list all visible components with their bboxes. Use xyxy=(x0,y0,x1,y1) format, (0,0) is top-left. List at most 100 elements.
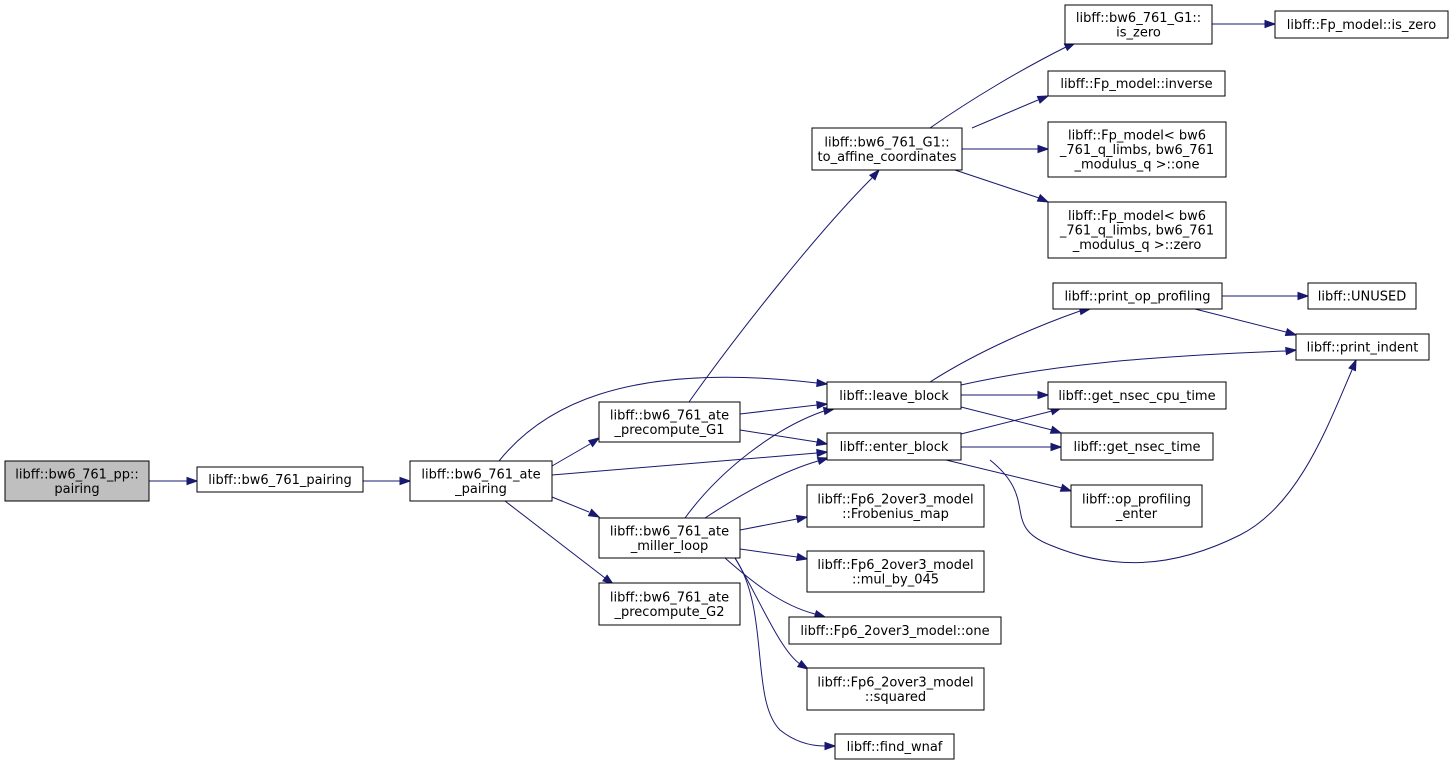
node-box xyxy=(4,460,150,502)
edge-precompute_G1-to-enter_block xyxy=(739,429,829,447)
node-box xyxy=(1047,201,1227,259)
node-label-line: _761_q_limbs, bw6_761 xyxy=(1059,143,1214,158)
arrowhead-icon xyxy=(1348,358,1357,372)
edge-line xyxy=(551,452,818,476)
edge-line xyxy=(739,429,818,443)
node-box xyxy=(1047,70,1226,97)
edge-to_affine-to-fp_one xyxy=(962,144,1050,154)
node-miller-loop[interactable]: libff::bw6_761_ate_miller_loop xyxy=(598,517,741,559)
arrowhead-icon xyxy=(1264,19,1277,29)
node-enter-block[interactable]: libff::enter_block xyxy=(826,432,962,461)
node-fp-inverse[interactable]: libff::Fp_model::inverse xyxy=(1047,70,1226,97)
node-box xyxy=(1047,121,1227,178)
edge-layer xyxy=(149,19,1357,751)
node-box xyxy=(788,616,1002,645)
edge-precompute_G1-to-to_affine xyxy=(688,168,881,403)
node-label-line: libff::bw6_761_pairing xyxy=(208,473,351,488)
edge-leave_block-to-print_indent xyxy=(960,346,1298,386)
node-unused[interactable]: libff::UNUSED xyxy=(1307,282,1417,310)
edge-line xyxy=(989,369,1353,564)
edge-miller_loop-to-frobenius xyxy=(739,514,809,531)
node-frobenius[interactable]: libff::Fp6_2over3_model::Frobenius_map xyxy=(806,484,985,528)
arrowhead-icon xyxy=(1036,193,1050,203)
node-print-op-profiling[interactable]: libff::print_op_profiling xyxy=(1052,282,1223,310)
arrowhead-icon xyxy=(399,476,412,486)
node-pp-pairing: libff::bw6_761_pp::pairing xyxy=(4,460,150,502)
node-label-line: ::Frobenius_map xyxy=(842,507,949,522)
node-label-line: ::mul_by_045 xyxy=(852,572,939,587)
edge-ate_pairing-to-leave_block xyxy=(498,376,829,462)
node-fp6-squared[interactable]: libff::Fp6_2over3_model::squared xyxy=(806,667,985,711)
edge-leave_block-to-get_nsec_cpu_time xyxy=(961,390,1050,400)
node-box xyxy=(1274,10,1449,39)
node-box xyxy=(1295,333,1430,361)
node-to-affine[interactable]: libff::bw6_761_G1::to_affine_coordinates xyxy=(811,127,963,171)
node-label-line: libff::print_op_profiling xyxy=(1064,290,1210,305)
node-leave-block[interactable]: libff::leave_block xyxy=(826,381,962,410)
node-box xyxy=(1064,4,1213,45)
node-layer: libff::bw6_761_pp::pairinglibff::bw6_761… xyxy=(4,4,1449,760)
edge-bw6_761_pairing-to-ate_pairing xyxy=(363,476,412,486)
edge-line xyxy=(551,443,591,467)
node-label-line: _pairing xyxy=(454,482,507,497)
node-label-line: libff::bw6_761_ate xyxy=(610,408,729,423)
arrowhead-icon xyxy=(1285,346,1298,356)
node-g1-is-zero[interactable]: libff::bw6_761_G1::is_zero xyxy=(1064,4,1213,45)
node-fp6-one[interactable]: libff::Fp6_2over3_model::one xyxy=(788,616,1002,645)
edge-line xyxy=(684,410,825,519)
edge-ate_pairing-to-precompute_G1 xyxy=(551,437,601,467)
edge-miller_loop-to-fp6_one xyxy=(724,557,827,619)
node-ate-pairing[interactable]: libff::bw6_761_ate_pairing xyxy=(409,460,553,502)
arrowhead-icon xyxy=(796,659,810,670)
edge-miller_loop-to-find_wnaf xyxy=(734,557,837,751)
node-label-line: libff::bw6_761_G1:: xyxy=(824,135,949,150)
arrowhead-icon xyxy=(868,168,881,181)
edge-line xyxy=(1194,308,1287,333)
node-box xyxy=(598,582,741,626)
node-label-line: libff::Fp_model::inverse xyxy=(1060,77,1212,92)
node-label-line: libff::UNUSED xyxy=(1318,290,1406,305)
node-label-line: libff::Fp6_2over3_model xyxy=(817,675,973,690)
edge-miller_loop-to-enter_block xyxy=(704,456,830,519)
arrowhead-icon xyxy=(816,378,829,388)
node-box xyxy=(834,733,955,760)
node-box xyxy=(826,432,962,461)
node-mul-by-045[interactable]: libff::Fp6_2over3_model::mul_by_045 xyxy=(806,550,985,593)
node-box xyxy=(1052,282,1223,310)
node-find-wnaf[interactable]: libff::find_wnaf xyxy=(834,733,955,760)
edge-line xyxy=(704,460,819,519)
node-box xyxy=(196,466,364,493)
node-fp-model-is-zero[interactable]: libff::Fp_model::is_zero xyxy=(1274,10,1449,39)
edge-line xyxy=(551,496,590,513)
node-label-line: libff::Fp6_2over3_model xyxy=(817,558,973,573)
edge-line xyxy=(929,310,1081,383)
node-precompute-G2[interactable]: libff::bw6_761_ate_precompute_G2 xyxy=(598,582,741,626)
edge-line xyxy=(960,350,1287,386)
edge-enter_block-to-get_nsec_cpu_time xyxy=(960,407,1063,435)
edge-precompute_G1-to-leave_block xyxy=(739,400,829,415)
node-get-nsec-time[interactable]: libff::get_nsec_time xyxy=(1060,432,1214,461)
node-print-indent[interactable]: libff::print_indent xyxy=(1295,333,1430,361)
node-box xyxy=(409,460,553,502)
node-box xyxy=(806,484,985,528)
node-label-line: libff::bw6_761_pp:: xyxy=(15,467,138,482)
node-label-line: libff::find_wnaf xyxy=(847,740,943,755)
arrowhead-icon xyxy=(602,574,615,585)
node-precompute-G1[interactable]: libff::bw6_761_ate_precompute_G1 xyxy=(598,401,741,443)
edge-print_op_profiling-to-print_indent xyxy=(1194,308,1298,337)
node-box xyxy=(806,550,985,593)
node-fp-one[interactable]: libff::Fp_model< bw6_761_q_limbs, bw6_76… xyxy=(1047,121,1227,178)
edge-to_affine-to-fp_inverse xyxy=(971,95,1050,129)
node-op-profiling-enter[interactable]: libff::op_profiling_enter xyxy=(1070,484,1203,528)
node-bw6-761-pairing[interactable]: libff::bw6_761_pairing xyxy=(196,466,364,493)
arrowhead-icon xyxy=(1059,483,1073,492)
node-fp-zero[interactable]: libff::Fp_model< bw6_761_q_limbs, bw6_76… xyxy=(1047,201,1227,259)
node-box xyxy=(598,401,741,443)
edge-g1_is_zero-to-fp_model_is_zero xyxy=(1212,19,1277,29)
node-label-line: libff::Fp_model< bw6 xyxy=(1068,129,1206,144)
arrowhead-icon xyxy=(824,741,837,751)
edge-miller_loop-to-fp6_squared xyxy=(734,557,810,670)
node-box xyxy=(598,517,741,559)
node-get-nsec-cpu-time[interactable]: libff::get_nsec_cpu_time xyxy=(1047,381,1227,410)
arrowhead-icon xyxy=(587,508,601,518)
